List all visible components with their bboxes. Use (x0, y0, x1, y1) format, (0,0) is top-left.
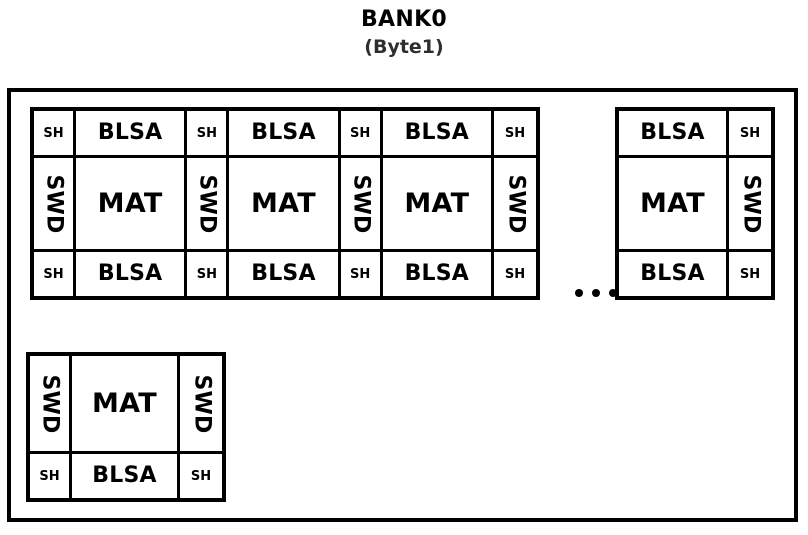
sense-amp-row-top: SH BLSA SH BLSA SH BLSA SH (34, 111, 536, 158)
sense-amp-row-bottom: BLSA SH (619, 252, 771, 296)
blsa-cell: BLSA (382, 111, 494, 155)
sh-cell: SH (493, 252, 536, 296)
swd-cell: SWD (729, 158, 771, 249)
sh-cell: SH (34, 111, 76, 155)
mat-row: SWD MAT SWD (30, 356, 222, 454)
horizontal-ellipsis (569, 278, 623, 308)
blsa-cell: BLSA (76, 111, 188, 155)
swd-cell: SWD (340, 158, 383, 249)
bank-outline: SH BLSA SH BLSA SH BLSA SH SWD MAT SWD M… (7, 88, 798, 522)
sh-cell: SH (729, 252, 771, 296)
blsa-cell: BLSA (382, 252, 494, 296)
sh-cell: SH (30, 454, 72, 498)
blsa-cell: BLSA (229, 252, 341, 296)
mat-row: SWD MAT SWD MAT SWD MAT SWD (34, 158, 536, 252)
mat-cell: MAT (76, 158, 188, 249)
blsa-cell: BLSA (72, 454, 180, 498)
ellipsis-dot (609, 289, 617, 297)
mat-cell: MAT (619, 158, 729, 249)
swd-cell: SWD (30, 356, 72, 451)
swd-cell: SWD (187, 158, 230, 249)
page-title: BANK0 (360, 7, 448, 32)
swd-cell: SWD (34, 158, 76, 249)
mat-cell: MAT (72, 356, 180, 451)
swd-cell: SWD (493, 158, 536, 249)
blsa-cell: BLSA (619, 252, 729, 296)
sense-amp-row-bottom: SH BLSA SH BLSA SH BLSA SH (34, 252, 536, 296)
swd-cell: SWD (180, 356, 222, 451)
mat-cell: MAT (382, 158, 494, 249)
ellipsis-dot (592, 289, 600, 297)
page-subtitle: (Byte1) (364, 36, 444, 58)
mat-array-top-main: SH BLSA SH BLSA SH BLSA SH SWD MAT SWD M… (30, 107, 540, 300)
mat-row: MAT SWD (619, 158, 771, 252)
sense-amp-row-bottom: SH BLSA SH (30, 454, 222, 498)
sh-cell: SH (340, 111, 383, 155)
sh-cell: SH (729, 111, 771, 155)
sh-cell: SH (187, 111, 230, 155)
mat-cell: MAT (229, 158, 341, 249)
ellipsis-dot (575, 289, 583, 297)
sh-cell: SH (187, 252, 230, 296)
mat-array-top-last: BLSA SH MAT SWD BLSA SH (615, 107, 775, 300)
blsa-cell: BLSA (619, 111, 729, 155)
mat-array-bottom: SWD MAT SWD SH BLSA SH (26, 352, 226, 502)
diagram-title-block: BANK0 (Byte1) (0, 6, 808, 60)
blsa-cell: BLSA (229, 111, 341, 155)
sh-cell: SH (180, 454, 222, 498)
sense-amp-row-top: BLSA SH (619, 111, 771, 158)
sh-cell: SH (340, 252, 383, 296)
sh-cell: SH (34, 252, 76, 296)
sh-cell: SH (493, 111, 536, 155)
blsa-cell: BLSA (76, 252, 188, 296)
